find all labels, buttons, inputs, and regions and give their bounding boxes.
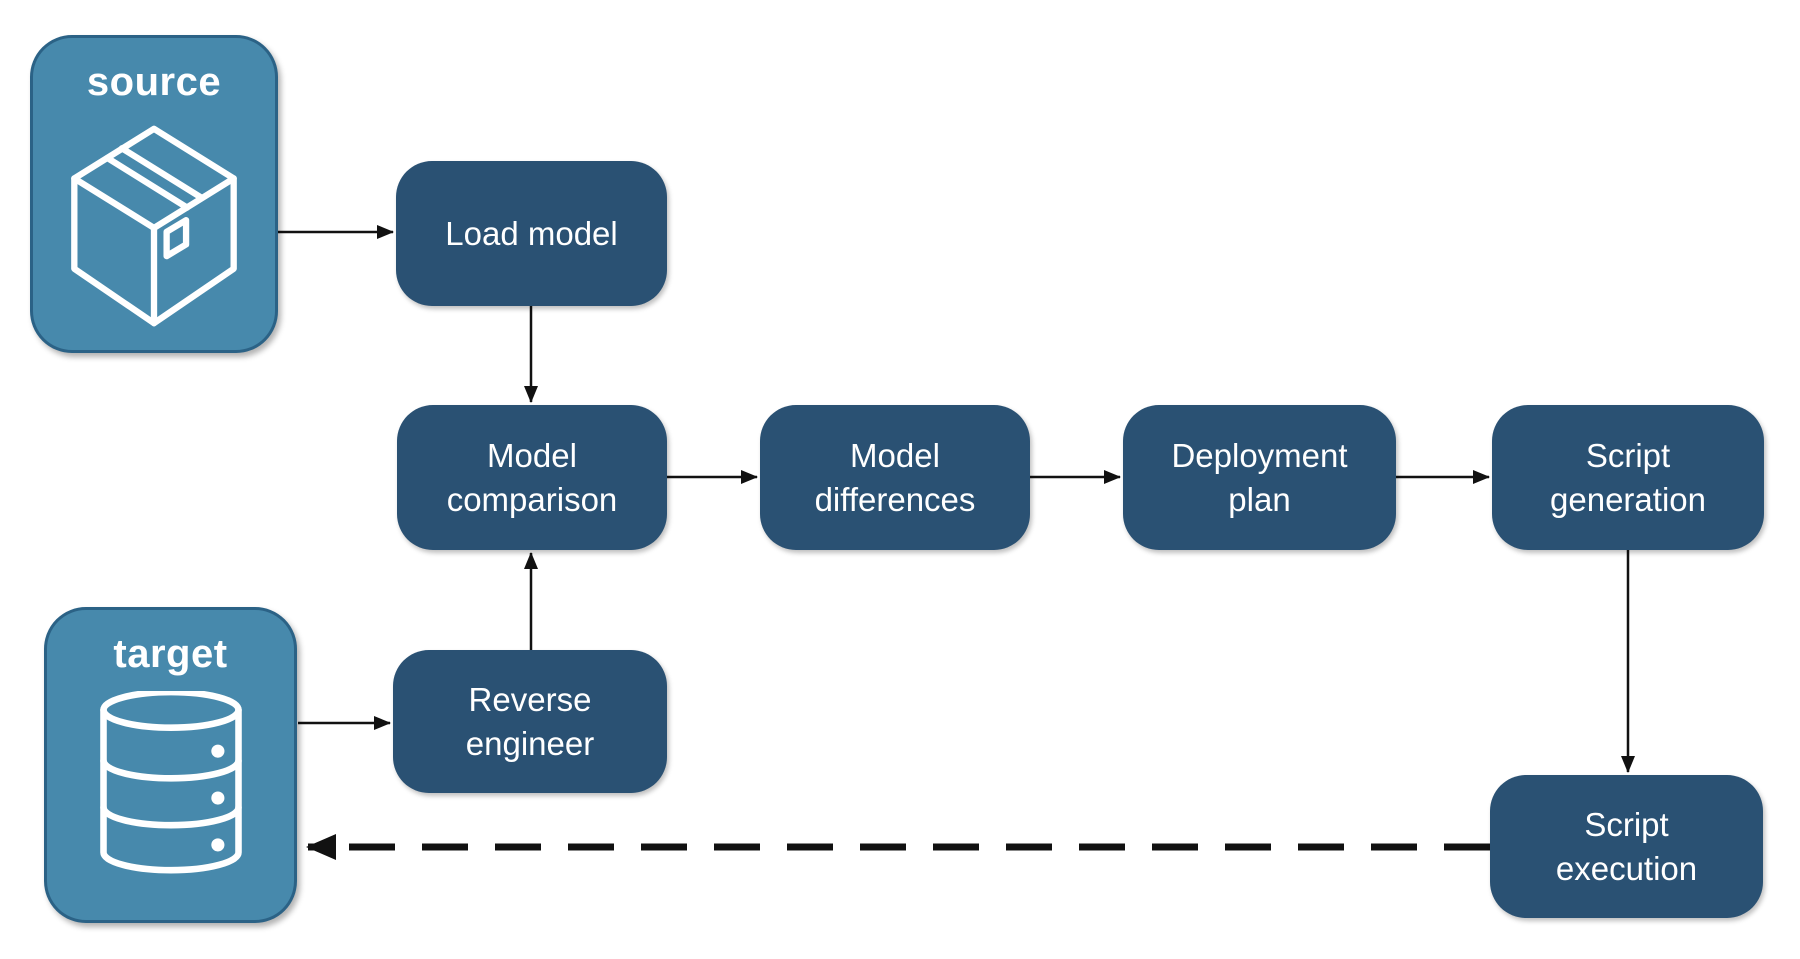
- node-deployment-plan: Deployment plan: [1123, 405, 1396, 550]
- node-label-line: Model: [487, 436, 577, 474]
- node-label-line: comparison: [446, 480, 618, 518]
- node-reverse-engineer: Reverse engineer: [393, 650, 667, 793]
- database-icon: [99, 691, 242, 874]
- node-script-execution: Script execution: [1490, 775, 1763, 918]
- source-title: source: [86, 60, 222, 104]
- node-label-line: engineer: [465, 724, 595, 762]
- node-label-line: generation: [1550, 480, 1706, 518]
- node-label-line: plan: [1228, 480, 1291, 518]
- node-model-differences: Model differences: [760, 405, 1030, 550]
- node-load-model: Load model: [396, 161, 667, 306]
- node-label-line: execution: [1555, 849, 1698, 887]
- node-label-line: differences: [814, 480, 976, 518]
- node-label-line: Script: [1585, 436, 1671, 474]
- node-label-line: Deployment: [1171, 436, 1348, 474]
- target-title: target: [113, 632, 228, 676]
- node-label-line: Model: [850, 436, 940, 474]
- node-script-generation: Script generation: [1492, 405, 1764, 550]
- node-label-line: Script: [1584, 805, 1669, 843]
- node-model-comparison: Model comparison: [397, 405, 667, 550]
- package-icon: [71, 125, 237, 327]
- target-card: target: [44, 607, 297, 923]
- node-label-line: Reverse: [468, 680, 592, 718]
- source-card: source: [30, 35, 278, 353]
- node-label-line: Load model: [445, 214, 618, 252]
